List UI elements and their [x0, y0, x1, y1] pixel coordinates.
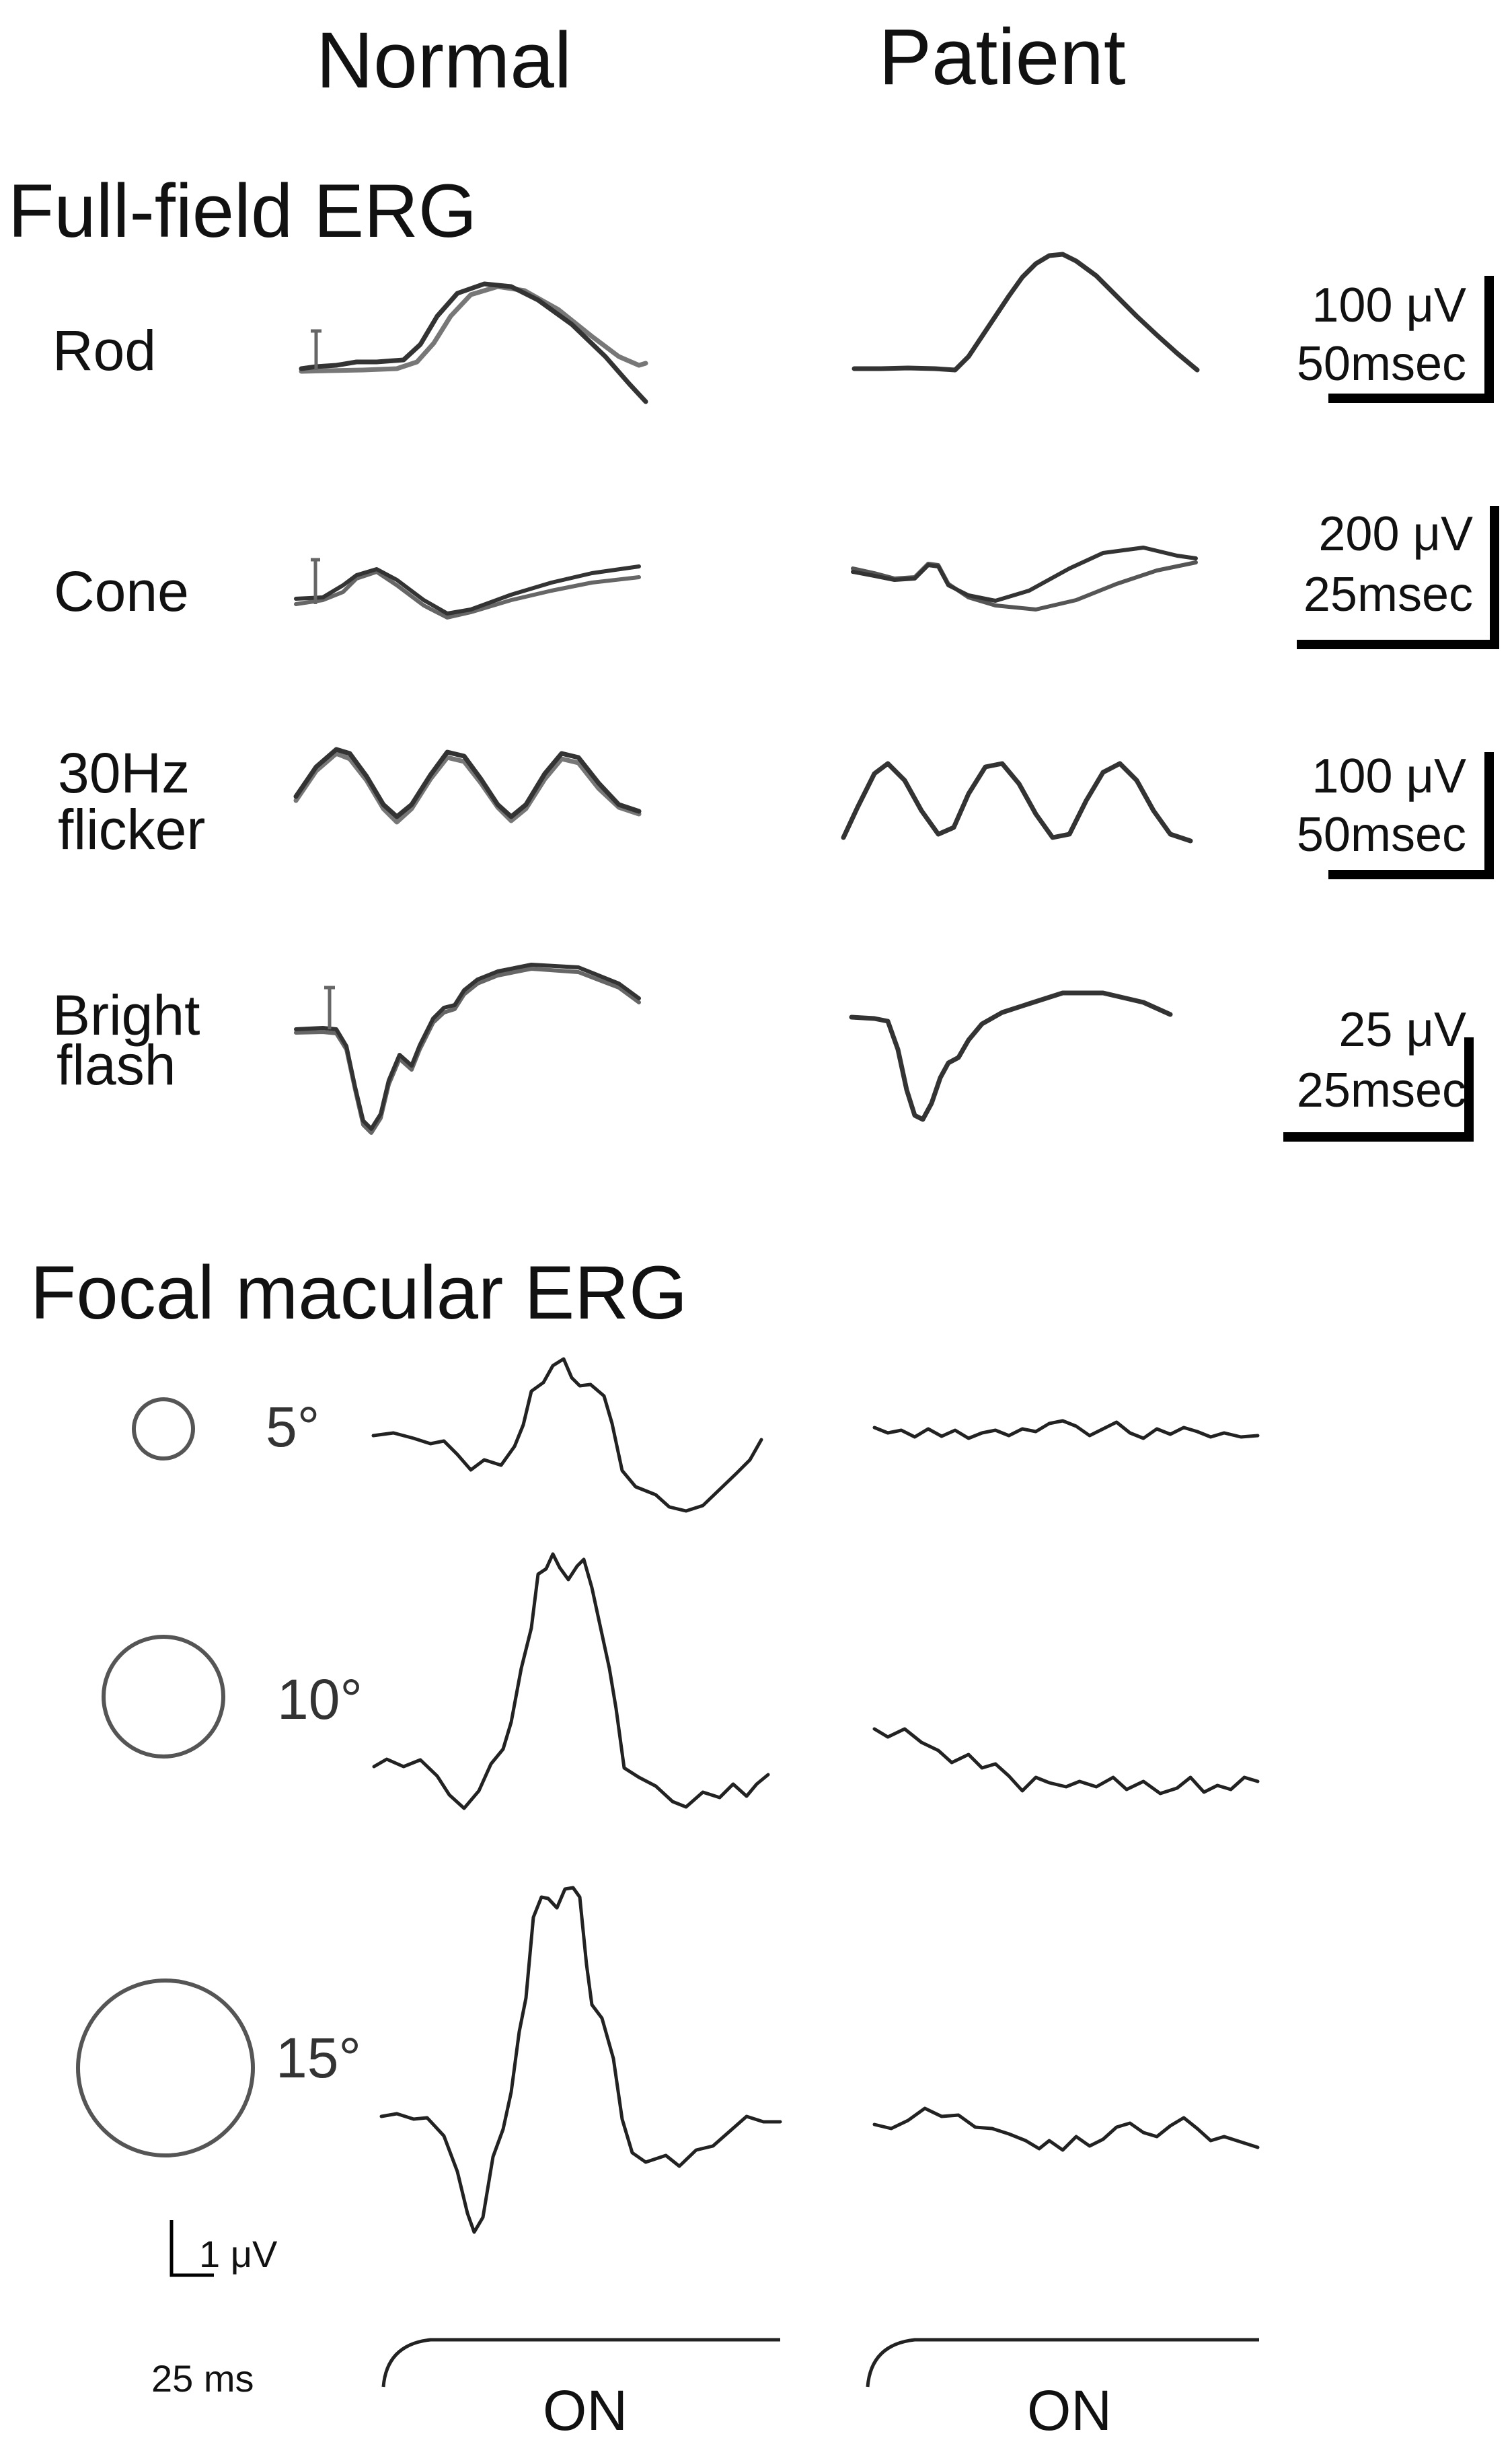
row-label-flicker: flicker: [58, 798, 205, 861]
trace-patient-cone-1: [851, 546, 1198, 603]
scale-time-bright-flash: 25msec: [1297, 1064, 1466, 1117]
trace-patient-focal-5deg: [872, 1419, 1260, 1440]
scale-bar-lines-rod: [1328, 276, 1494, 403]
row-label-cone: Cone: [54, 560, 189, 623]
normal-column-header: Normal: [316, 16, 572, 105]
scale-amp-bright-flash: 25 μV: [1338, 1003, 1466, 1057]
trace-normal-rod-1: [299, 281, 648, 404]
scale-amp-focal: 1 μV: [199, 2233, 278, 2275]
stimulus-on-label-patient: ON: [1027, 2379, 1112, 2440]
stimulus-on-label-normal: ON: [543, 2379, 628, 2440]
trace-patient-focal-15deg: [872, 2106, 1260, 2152]
trace-patient-rod: [852, 252, 1200, 373]
angle-label-5deg: 5°: [266, 1395, 319, 1458]
scale-time-rod: 50msec: [1297, 337, 1466, 391]
trace-normal-bright-1: [294, 963, 641, 1131]
scale-amp-flicker: 100 μV: [1312, 749, 1466, 803]
scale-time-focal: 25 ms: [151, 2357, 254, 2400]
trace-normal-cone-1: [294, 564, 641, 616]
stimulus-circle-5deg: [132, 1397, 195, 1461]
scale-bar-lines-focal: [169, 2220, 214, 2277]
scale-bar-lines-cone: [1297, 506, 1499, 649]
trace-normal-focal-10deg: [372, 1552, 770, 1810]
stimulus-marker-normal-rod: [311, 329, 322, 370]
patient-column-header: Patient: [878, 13, 1125, 102]
trace-patient-bright: [849, 990, 1173, 1122]
stimulus-marker-normal-bright: [324, 986, 335, 1029]
scale-bar-cone: 200 μV 25msec: [1297, 506, 1499, 649]
trace-patient-flicker: [841, 761, 1193, 844]
row-label-30hz: 30Hz: [58, 741, 190, 805]
scale-amp-rod: 100 μV: [1312, 279, 1466, 332]
scale-time-flicker: 50msec: [1297, 808, 1466, 862]
full-field-erg-title: Full-field ERG: [8, 169, 477, 253]
row-label-rod: Rod: [52, 319, 156, 382]
row-label-flash: flash: [56, 1033, 176, 1097]
scale-time-cone: 25msec: [1303, 568, 1473, 622]
scale-bar-lines-flicker: [1328, 752, 1494, 879]
focal-macular-erg-title: Focal macular ERG: [30, 1251, 687, 1335]
trace-normal-focal-5deg: [371, 1357, 763, 1513]
trace-normal-flicker-1: [293, 747, 642, 819]
stimulus-on-line-patient: [866, 2338, 1259, 2388]
angle-label-10deg: 10°: [277, 1668, 363, 1731]
stimulus-circle-15deg: [76, 1979, 255, 2157]
stimulus-marker-normal-cone: [311, 558, 320, 604]
scale-bar-lines-bright-flash: [1283, 1037, 1474, 1142]
trace-normal-flicker-2: [293, 751, 642, 825]
scale-bar-flicker: 100 μV 50msec: [1297, 749, 1494, 879]
scale-bar-rod: 100 μV 50msec: [1297, 276, 1494, 403]
scale-bar-focal: 1 μV 25 ms: [151, 2220, 278, 2400]
angle-label-15deg: 15°: [276, 2026, 361, 2090]
trace-normal-focal-15deg: [379, 1886, 782, 2234]
trace-normal-rod-2: [299, 284, 648, 374]
trace-normal-cone-2: [294, 570, 641, 620]
scale-amp-cone: 200 μV: [1318, 507, 1473, 561]
trace-patient-cone-2: [851, 560, 1198, 612]
stimulus-on-line-normal: [381, 2338, 780, 2388]
row-label-bright: Bright: [52, 984, 200, 1047]
stimulus-circle-10deg: [102, 1635, 225, 1759]
trace-patient-focal-10deg: [872, 1727, 1260, 1796]
scale-bar-bright-flash: 25 μV 25msec: [1283, 1003, 1474, 1142]
